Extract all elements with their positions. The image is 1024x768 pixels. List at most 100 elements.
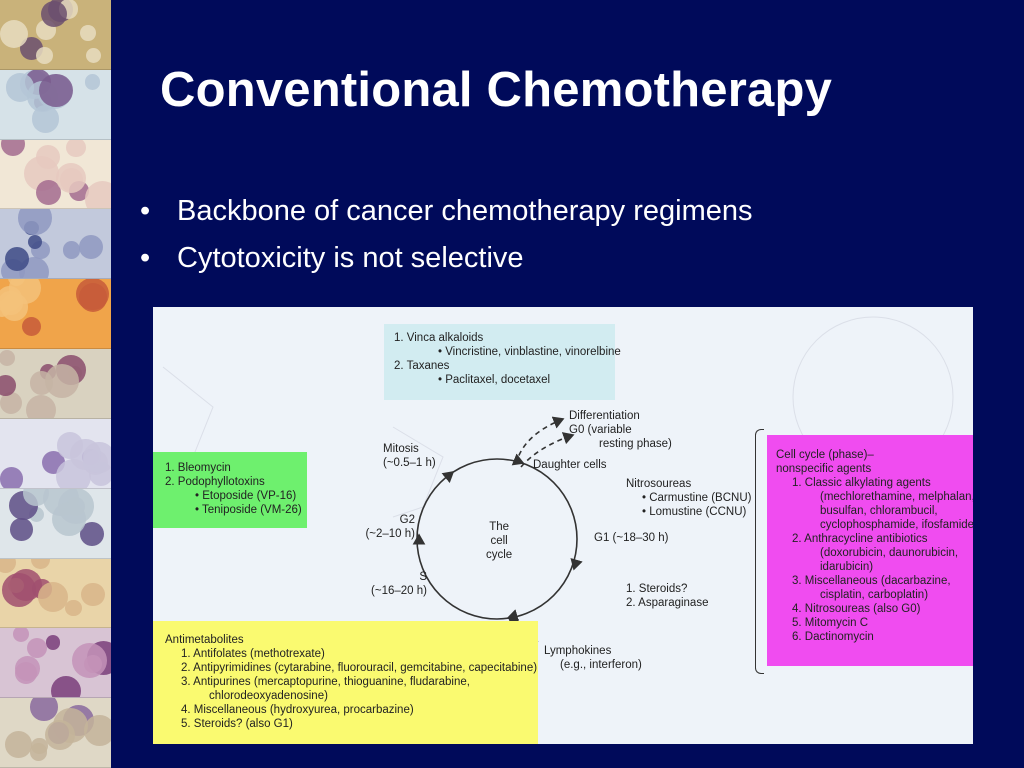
- cell-blob: [45, 635, 61, 650]
- s-duration: (~16–20 h): [371, 585, 427, 597]
- cell-blob: [50, 676, 81, 698]
- cell-blob: [27, 234, 43, 249]
- microscopy-tile: [0, 698, 111, 768]
- resting-phase-arrow: [520, 432, 575, 468]
- microscopy-tile: [0, 0, 111, 70]
- cell-blob: [5, 73, 34, 102]
- mitosis-label: Mitosis (~0.5–1 h): [383, 442, 436, 470]
- box-line: 2. Taxanes: [394, 360, 450, 372]
- lymphokines-label: Lymphokines (e.g., interferon): [544, 644, 642, 672]
- nitrosoureas-label: Nitrosoureas • Carmustine (BCNU) • Lomus…: [626, 477, 751, 519]
- box-line: 1. Antifolates (methotrexate): [181, 648, 325, 660]
- g2-duration: (~2–10 h): [365, 528, 415, 540]
- g0-title: G0 (variable: [569, 424, 632, 436]
- steroids-item: 1. Steroids?: [626, 583, 688, 595]
- cell-blob: [70, 439, 101, 470]
- lymphokines-example: (e.g., interferon): [560, 659, 642, 671]
- center-label-line: cycle: [486, 549, 513, 561]
- bullet-marker: •: [140, 195, 151, 227]
- cell-blob: [80, 521, 104, 546]
- bullet-item: • Cytotoxicity is not selective: [140, 235, 752, 282]
- cell-blob: [81, 582, 105, 606]
- cell-blob: [10, 518, 33, 541]
- box-line: 2. Antipyrimidines (cytarabine, fluorour…: [181, 662, 538, 674]
- box-line: 2. Podophyllotoxins: [165, 476, 265, 488]
- mitosis-duration: (~0.5–1 h): [383, 457, 436, 469]
- box-header: Cell cycle (phase)–: [776, 449, 874, 461]
- differentiation-arrow: [515, 416, 565, 465]
- antimetabolites-box: Antimetabolites 1. Antifolates (methotre…: [153, 621, 538, 744]
- box-line: 4. Nitrosoureas (also G0): [792, 603, 921, 615]
- center-label-line: cell: [490, 535, 508, 547]
- microscopy-tile: [0, 488, 111, 559]
- center-label-line: The: [489, 521, 510, 533]
- cell-blob: [84, 181, 111, 209]
- microscopy-tile: [0, 558, 111, 629]
- box-line: 5. Mitomycin C: [792, 617, 869, 629]
- bleomycin-podophyllotoxins-box: 1. Bleomycin 2. Podophyllotoxins • Etopo…: [153, 452, 307, 528]
- cycle-arrow-mitosis: [441, 470, 455, 484]
- microscopy-tile: [0, 139, 111, 210]
- cell-blob: [40, 0, 68, 27]
- cell-blob: [76, 279, 109, 311]
- microscopy-tile: [0, 209, 111, 280]
- cell-blob: [21, 316, 41, 336]
- cell-blob: [84, 655, 102, 673]
- cell-cycle-center-label: The cell cycle: [486, 520, 512, 562]
- cell-blob: [30, 698, 58, 721]
- s-phase-label: S (~16–20 h): [367, 570, 427, 598]
- box-line: 1. Bleomycin: [165, 462, 231, 474]
- cell-blob: [39, 73, 73, 108]
- cell-blob: [0, 19, 29, 49]
- g2-title: G2: [399, 514, 415, 526]
- cell-blob: [35, 145, 60, 170]
- nitrosoureas-item: • Carmustine (BCNU): [642, 492, 752, 504]
- cell-blob: [36, 47, 54, 64]
- bullet-text: Backbone of cancer chemotherapy regimens: [177, 195, 753, 227]
- differentiation-title: Differentiation: [569, 410, 640, 422]
- cell-blob: [4, 247, 29, 272]
- daughter-cells-label: Daughter cells: [533, 459, 607, 471]
- g1-label: G1 (~18–30 h): [594, 532, 669, 544]
- cell-blob: [0, 293, 29, 322]
- g2-label: G2 (~2–10 h): [365, 513, 415, 541]
- cell-blob: [37, 581, 68, 612]
- lymphokines-title: Lymphokines: [544, 645, 612, 657]
- cell-blob: [66, 139, 86, 157]
- steroids-label: 1. Steroids? 2. Asparaginase: [626, 582, 708, 610]
- nitrosoureas-title: Nitrosoureas: [626, 478, 692, 490]
- bullet-marker: •: [140, 242, 151, 274]
- box-line: (mechlorethamine, melphalan,: [820, 491, 973, 503]
- microscopy-image-strip: [0, 0, 111, 768]
- bullet-list: • Backbone of cancer chemotherapy regimen…: [140, 188, 752, 282]
- cell-blob: [29, 743, 47, 761]
- differentiation-label: Differentiation G0 (variable resting pha…: [569, 409, 672, 451]
- cell-blob: [0, 375, 16, 396]
- cell-blob: [25, 394, 57, 418]
- cell-blob: [44, 719, 76, 751]
- box-line: idarubicin): [820, 561, 874, 573]
- nonspecific-agents-bracket: [755, 429, 764, 674]
- cell-blob: [44, 364, 79, 399]
- cell-blob: [0, 391, 22, 414]
- box-line: 1. Classic alkylating agents: [792, 477, 931, 489]
- microscopy-tile: [0, 628, 111, 699]
- cell-blob: [84, 715, 111, 746]
- cell-blob: [8, 279, 26, 287]
- cycle-arrow-g1: [570, 558, 583, 571]
- slide-title: Conventional Chemotherapy: [160, 63, 833, 117]
- cell-blob: [79, 234, 104, 259]
- cell-blob: [23, 488, 50, 506]
- bullet-text: Cytotoxicity is not selective: [177, 242, 524, 274]
- nonspecific-agents-box: Cell cycle (phase)– nonspecific agents 1…: [767, 435, 973, 666]
- box-line: chlorodeoxyadenosine): [209, 690, 328, 702]
- s-title: S: [419, 571, 427, 583]
- cycle-arrow-daughter: [511, 453, 525, 466]
- cell-blob: [31, 558, 50, 570]
- cell-blob: [14, 655, 40, 681]
- microscopy-tile: [0, 349, 111, 419]
- cell-blob: [84, 74, 101, 90]
- vinca-taxanes-box: 1. Vinca alkaloids • Vincristine, vinbla…: [384, 324, 621, 400]
- cell-blob: [0, 350, 15, 367]
- microscopy-tile: [0, 279, 111, 350]
